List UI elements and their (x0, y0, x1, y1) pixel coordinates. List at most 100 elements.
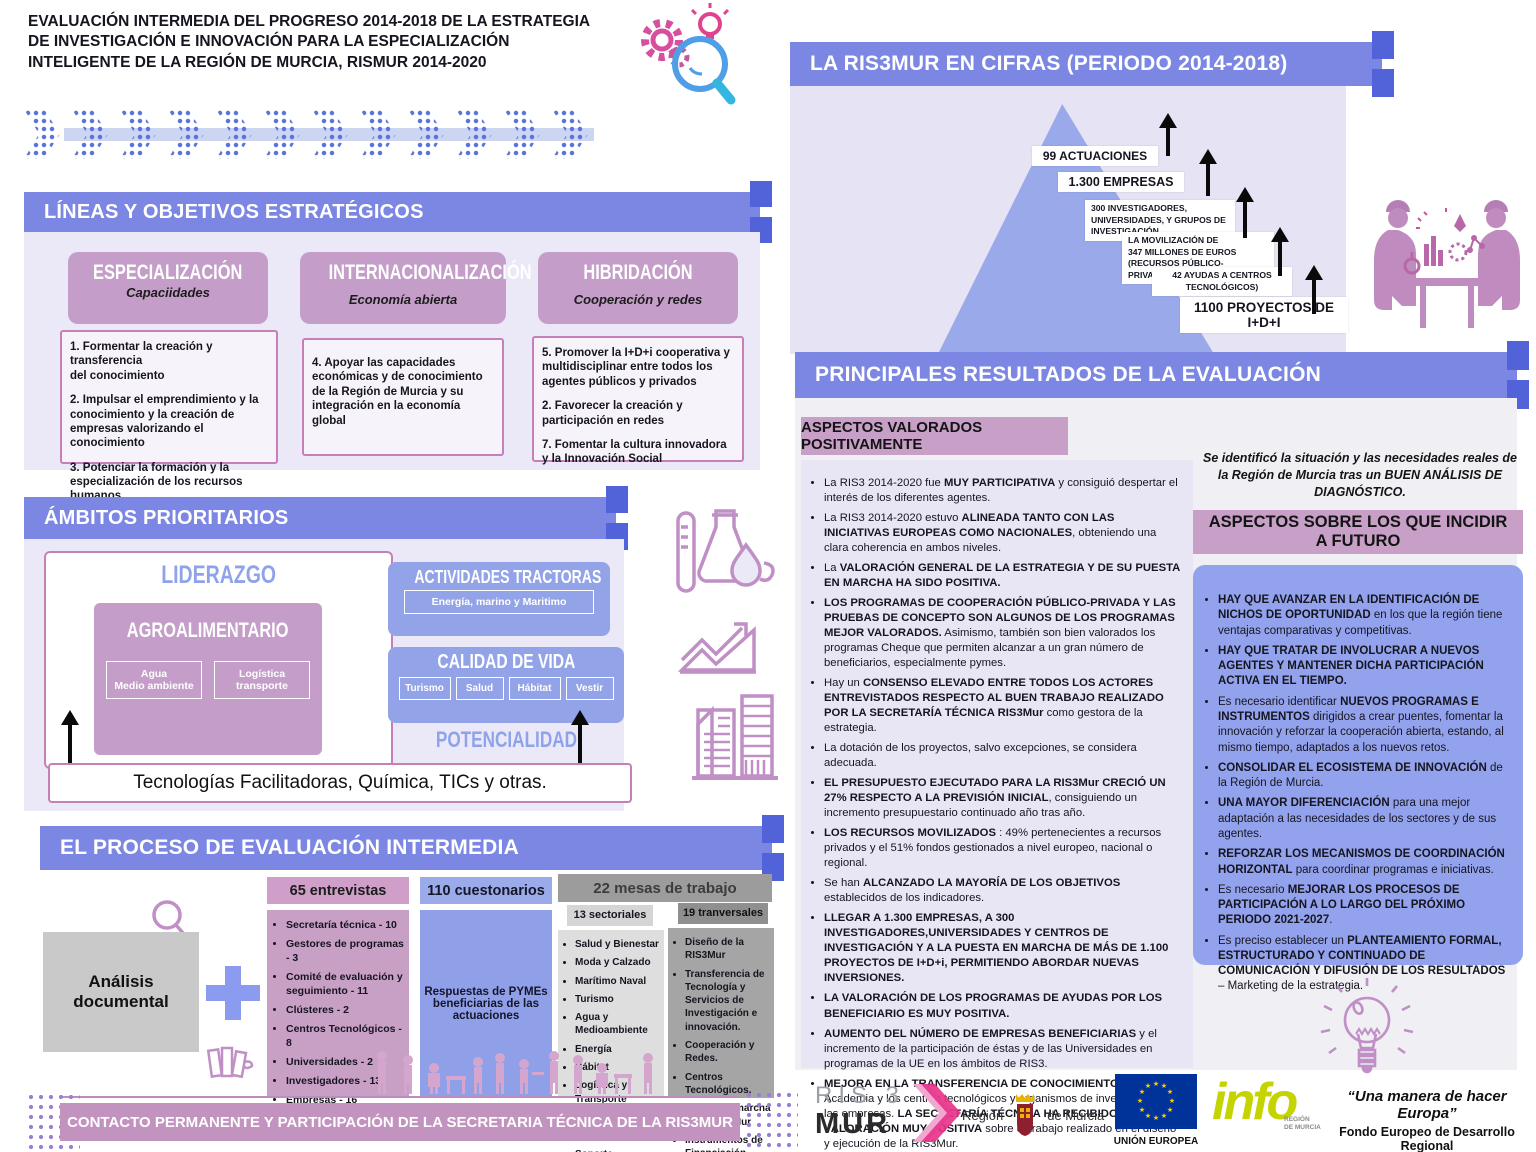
info-de-murcia: DE MURCIA (1284, 1124, 1321, 1132)
up-arrow (60, 710, 79, 763)
futuro-title: ASPECTOS SOBRE LOS QUE INCIDIR A FUTURO (1208, 513, 1508, 550)
section-title: EL PROCESO DE EVALUACIÓN INTERMEDIA (60, 836, 519, 859)
up-arrow (1158, 113, 1177, 156)
calidad-chip-vestir: Vestir (565, 677, 614, 700)
chevron-arrow-icon (456, 109, 492, 159)
workers-illustration (1358, 182, 1536, 337)
lineas-panel: ESPECIALIZACIÓN Capaciidades 1. Formenta… (24, 232, 760, 502)
svg-text:★: ★ (1139, 1088, 1145, 1096)
entrevistas-header: 65 entrevistas (267, 877, 409, 904)
up-arrow (1235, 187, 1254, 238)
column-title: ESPECIALIZACIÓN (93, 261, 243, 284)
actividades-tractoras-box: ACTIVIDADES TRACTORAS Energía, marino y … (388, 562, 610, 636)
pyramid-label-ayudas: 42 AYUDAS A CENTROS TECNOLÓGICOS) (1152, 267, 1292, 297)
column-subtitle: Cooperación y redes (573, 292, 703, 307)
agroalimentario-box: AGROALIMENTARIO Agua Medio ambiente Logí… (94, 603, 322, 755)
page-title: EVALUACIÓN INTERMEDIA DEL PROGRESO 2014-… (28, 13, 590, 71)
people-silhouettes (372, 1046, 672, 1101)
growth-chart-icon (676, 614, 762, 689)
futuro-header: ASPECTOS SOBRE LOS QUE INCIDIR A FUTURO (1193, 510, 1523, 554)
liderazgo-box: LIDERAZGO AGROALIMENTARIO Agua Medio amb… (44, 551, 393, 769)
agro-chip-agua: Agua Medio ambiente (106, 661, 202, 699)
svg-text:★: ★ (1145, 1082, 1151, 1090)
mesas-title: 22 mesas de trabajo (593, 879, 737, 897)
buildings-icon (688, 688, 782, 789)
objectives-list: 1. Formentar la creación y transferencia… (70, 341, 259, 502)
actividades-chip: Energía, marino y Maritimo (404, 590, 594, 614)
chevron-arrow-icon (312, 109, 348, 159)
sectoriales-title: 13 sectoriales (573, 909, 647, 921)
cuestionarios-header: 110 cuestonarios (420, 877, 552, 904)
chevron-arrow-icon (504, 109, 540, 159)
potencialidad-label: POTENCIALIDAD (404, 727, 609, 753)
tecnologias-text: Tecnologías Facilitadoras, Química, TICs… (133, 772, 547, 793)
chevron-arrow-icon (360, 109, 396, 159)
chevron-arrow-icon (264, 109, 300, 159)
liderazgo-title: LIDERAZGO (161, 561, 276, 589)
transversales-list-box: Diseño de la RIS3MurTransferencia de Tec… (668, 928, 774, 1152)
murcia-text-left: Región (962, 1107, 1004, 1123)
lineas-col-internacionalizacion: INTERNACIONALIZACIÓN Economía abierta (300, 252, 532, 324)
feder-name: Fondo Europeo de Desarrollo Regional (1339, 1125, 1515, 1152)
lineas-objectives-3: 5. Promover la I+D+i cooperativa y multi… (532, 336, 744, 465)
column-title: INTERNACIONALIZACIÓN (328, 261, 532, 284)
svg-text:★: ★ (1153, 1114, 1159, 1122)
pyramid-label-empresas: 1.300 EMPRESAS (1058, 172, 1184, 192)
info-region: REGIÓN (1284, 1116, 1310, 1123)
murcia-coat-icon (1016, 1094, 1035, 1136)
agro-chip-logistica: Logística transporte (214, 661, 310, 699)
chevron-arrow-icon (120, 109, 156, 159)
header-accent (762, 815, 784, 881)
lineas-objectives-1: 1. Formentar la creación y transferencia… (60, 330, 278, 502)
up-arrow (1198, 149, 1217, 196)
section-header-proceso: EL PROCESO DE EVALUACIÓN INTERMEDIA (40, 815, 784, 881)
svg-text:★: ★ (1153, 1080, 1159, 1088)
plus-icon (206, 966, 260, 1020)
lineas-objectives-2: 4. Apoyar las capacidades económicas y d… (302, 338, 504, 456)
transversales-title: 19 tranversales (682, 907, 764, 919)
cuestionarios-title: 110 cuestonarios (427, 882, 545, 899)
column-title: HIBRIDACIÓN (583, 261, 693, 284)
eu-flag-icon: ★★★★ ★★★★ ★★★★ (1115, 1074, 1197, 1129)
positivos-body: La RIS3 2014-2020 fue MUY PARTICIPATIVA … (801, 460, 1193, 1150)
chevron-arrow-icon (24, 109, 60, 159)
svg-text:★: ★ (1167, 1088, 1173, 1096)
up-arrow (570, 710, 589, 763)
cuestionarios-body-box: Respuestas de PYMEs beneficiarias de las… (420, 910, 552, 1098)
column-subtitle: Capaciidades (126, 285, 210, 300)
feder-text: “Una manera de hacer Europa” Fondo Europ… (1322, 1088, 1532, 1152)
analisis-documental-text: Análisis documental (73, 972, 169, 1011)
chevron-arrow-icon (216, 109, 252, 159)
section-header-lineas: LÍNEAS Y OBJETIVOS ESTRATÉGICOS (24, 181, 772, 243)
eu-flag-logo: ★★★★ ★★★★ ★★★★ UNIÓN EUROPEA (1113, 1074, 1199, 1147)
lineas-col-especializacion: ESPECIALIZACIÓN Capaciidades (68, 252, 268, 324)
ris3mur-logo: RIS 3 MUR (815, 1082, 965, 1142)
sectoriales-header: 13 sectoriales (567, 905, 653, 926)
books-icon (206, 1046, 254, 1083)
section-title: ÁMBITOS PRIORITARIOS (44, 506, 289, 529)
chevron-arrow-icon (168, 109, 204, 159)
cuestionarios-body: Respuestas de PYMEs beneficiarias de las… (424, 986, 548, 1022)
mesas-header: 22 mesas de trabajo (558, 874, 772, 902)
svg-text:★: ★ (1161, 1082, 1167, 1090)
actividades-title: ACTIVIDADES TRACTORAS (414, 567, 602, 587)
up-arrow (1304, 265, 1323, 314)
dotted-arrows-band (24, 104, 624, 166)
svg-text:★: ★ (1139, 1106, 1145, 1114)
ris3mur-line1: RIS 3 (815, 1082, 906, 1109)
section-header-resultados: PRINCIPALES RESULTADOS DE LA EVALUACIÓN (795, 341, 1529, 409)
entrevistas-title: 65 entrevistas (289, 882, 387, 899)
section-header-cifras: LA RIS3MUR EN CIFRAS (PERIODO 2014-2018) (790, 31, 1394, 97)
contact-bar: CONTACTO PERMANENTE Y PARTICIPACIÓN DE L… (60, 1103, 740, 1141)
up-arrow (1270, 227, 1289, 276)
objectives-list: 5. Promover la I+D+i cooperativa y multi… (542, 347, 730, 466)
objectives-list: 4. Apoyar las capacidades económicas y d… (312, 357, 483, 427)
transversales-header: 19 tranversales (678, 903, 768, 924)
europa-quote: “Una manera de hacer Europa” (1347, 1088, 1507, 1122)
chemistry-icon (668, 505, 786, 612)
calidad-chip-turismo: Turismo (398, 677, 451, 700)
pyramid-label-actuaciones: 99 ACTUACIONES (1032, 146, 1158, 166)
calidad-chip-habitat: Hábitat (508, 677, 561, 700)
section-header-ambitos: ÁMBITOS PRIORITARIOS (24, 486, 628, 550)
